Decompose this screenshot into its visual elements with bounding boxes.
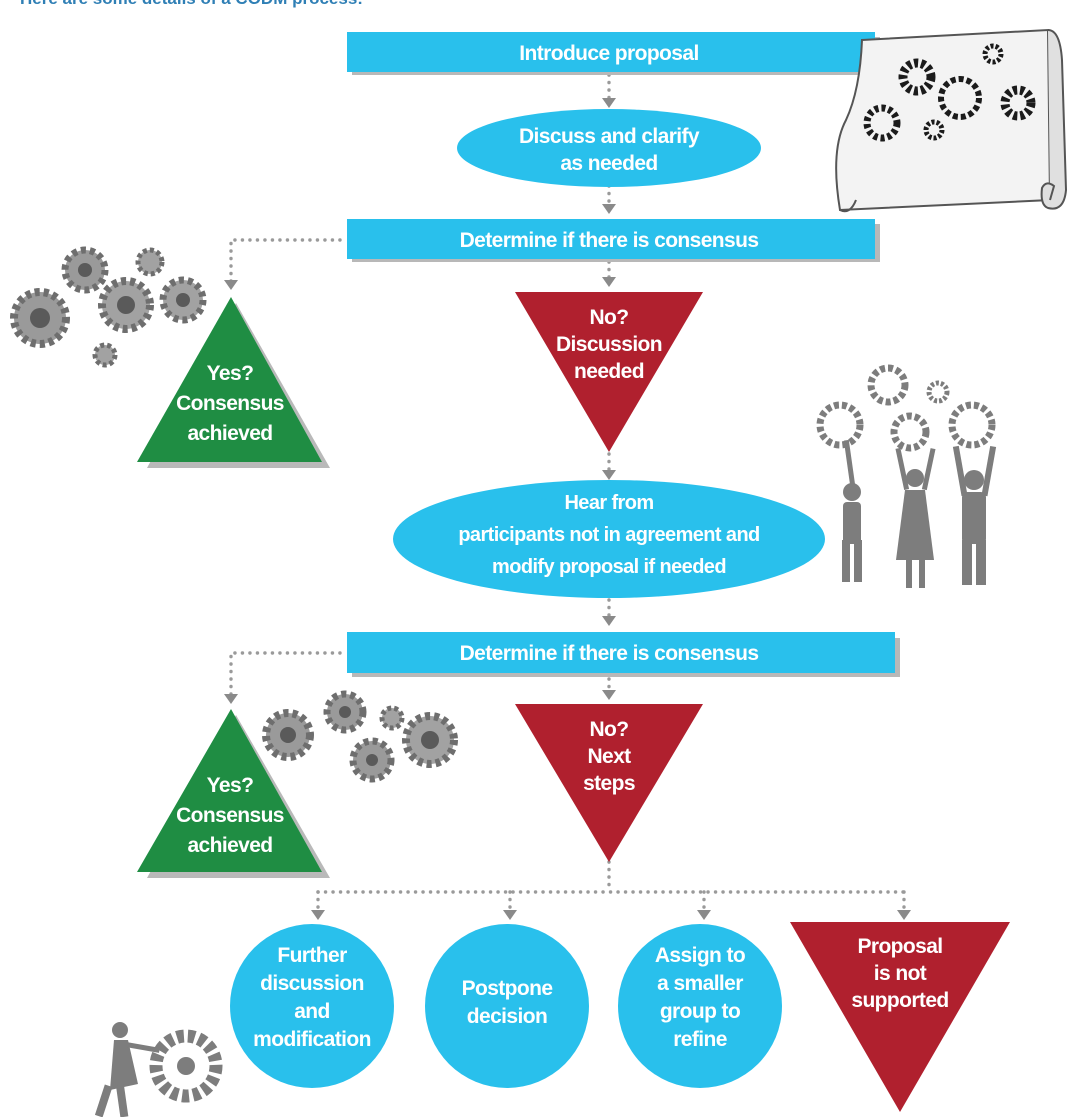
hear-line-3: modify proposal if needed xyxy=(492,556,726,578)
no-1-line-2: Discussion xyxy=(556,333,662,356)
gray-gears-icon-1 xyxy=(10,246,207,368)
yes-2-line-2: Consensus xyxy=(176,804,284,827)
yes-2-line-1: Yes? xyxy=(207,774,254,797)
step-determine-consensus-2: Determine if there is consensus xyxy=(347,632,900,677)
step-introduce-label: Introduce proposal xyxy=(519,42,698,65)
connector-2-arrow xyxy=(602,204,616,214)
connector-branch-2-arrow xyxy=(503,910,517,920)
postpone-line-1: Postpone xyxy=(462,977,553,1000)
connectors xyxy=(224,73,911,920)
yes-1-line-1: Yes? xyxy=(207,362,254,385)
yes-1-line-2: Consensus xyxy=(176,392,284,415)
connector-1-arrow xyxy=(602,98,616,108)
no-next-steps: No? Next steps xyxy=(515,704,703,862)
people-holding-gears-icon xyxy=(816,364,997,588)
not-supported-line-3: supported xyxy=(851,989,948,1012)
connector-branch-1-arrow xyxy=(311,910,325,920)
gray-gears-icon-2 xyxy=(262,690,458,783)
connector-5-arrow xyxy=(602,616,616,626)
no-2-line-2: Next xyxy=(587,745,631,768)
further-line-2: discussion xyxy=(260,972,364,995)
connector-4-arrow xyxy=(602,470,616,480)
no-2-line-3: steps xyxy=(583,772,635,795)
assign-line-1: Assign to xyxy=(655,944,745,967)
yes-consensus-achieved-1: Yes? Consensus achieved xyxy=(137,297,330,468)
discuss-line-1: Discuss and clarify xyxy=(519,125,700,148)
connector-6-arrow xyxy=(602,690,616,700)
hear-line-1: Hear from xyxy=(564,492,653,514)
yes-2-line-3: achieved xyxy=(187,834,272,857)
no-1-line-1: No? xyxy=(589,306,628,329)
connector-branch-3-arrow xyxy=(697,910,711,920)
connector-yes-1-arrow xyxy=(224,280,238,290)
assign-line-2: a smaller xyxy=(657,972,743,995)
step-determine-consensus-1: Determine if there is consensus xyxy=(347,219,880,262)
no-2-line-1: No? xyxy=(589,718,628,741)
person-pushing-gear-icon xyxy=(94,1022,223,1117)
hear-line-2: participants not in agreement and xyxy=(458,524,759,546)
step-hear-participants: Hear from participants not in agreement … xyxy=(393,480,825,598)
not-supported-line-1: Proposal xyxy=(857,935,942,958)
no-discussion-needed: No? Discussion needed xyxy=(515,292,703,452)
further-line-3: and xyxy=(294,1000,330,1023)
option-assign-smaller-group: Assign to a smaller group to refine xyxy=(618,924,782,1088)
connector-3-arrow xyxy=(602,277,616,287)
intro-heading: Here are some details of a CODM process: xyxy=(20,0,363,8)
connector-yes-2-arrow xyxy=(224,694,238,704)
determine-2-label: Determine if there is consensus xyxy=(460,642,759,665)
step-introduce-proposal: Introduce proposal xyxy=(347,32,880,75)
postpone-line-2: decision xyxy=(467,1005,547,1028)
connector-yes-2 xyxy=(229,651,342,698)
gears-scroll-icon xyxy=(835,28,1068,213)
further-line-1: Further xyxy=(277,944,347,967)
option-postpone-decision: Postpone decision xyxy=(425,924,589,1088)
option-proposal-not-supported: Proposal is not supported xyxy=(790,922,1010,1112)
yes-1-line-3: achieved xyxy=(187,422,272,445)
connector-yes-1 xyxy=(229,238,342,284)
determine-1-label: Determine if there is consensus xyxy=(460,229,759,252)
assign-line-4: refine xyxy=(673,1028,727,1051)
connector-branch-4-arrow xyxy=(897,910,911,920)
further-line-4: modification xyxy=(253,1028,371,1051)
yes-consensus-achieved-2: Yes? Consensus achieved xyxy=(137,709,330,878)
discuss-line-2: as needed xyxy=(560,152,657,175)
not-supported-line-2: is not xyxy=(874,962,927,985)
assign-line-3: group to xyxy=(660,1000,740,1023)
step-discuss-clarify: Discuss and clarify as needed xyxy=(457,109,761,187)
option-further-discussion: Further discussion and modification xyxy=(230,924,394,1088)
no-1-line-3: needed xyxy=(574,360,644,383)
